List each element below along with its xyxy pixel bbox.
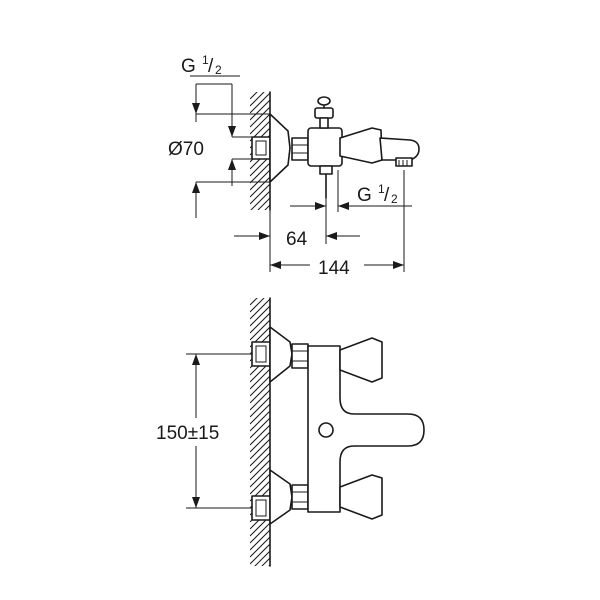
dim-64: 64 [234,210,360,272]
outlet-hole [318,422,334,438]
hatch-line [250,536,270,558]
hatch-line [250,106,270,128]
hex-nut-top [291,137,309,161]
depth-144-label: 144 [318,258,350,279]
thread-top-slash: / [208,56,214,77]
hatch-line [250,431,270,453]
thread-bottom-slash: / [384,185,390,206]
hatch-line [250,473,270,495]
handle-upper [339,337,383,383]
hatch-line [250,212,270,232]
hatch-line [268,564,270,566]
thread-bottom-num: 1 [378,182,385,196]
spout-side [379,137,420,167]
hatch-line [250,319,270,341]
hatch-line [250,176,270,198]
dim-spacing: 150±15 [156,353,252,509]
hatch-line [250,162,270,184]
handle-lower [339,474,383,520]
diverter-knob [314,96,334,129]
thread-top-num: 1 [202,53,209,67]
handle-side [339,127,383,164]
hatch-line [250,99,270,121]
hatch-line [250,92,265,107]
escutcheon-top [269,113,291,183]
hatch-line [250,312,270,334]
dim-g-half-bottom [290,170,412,212]
shower-outlet [319,165,333,199]
hatch-line [250,298,265,313]
hatch-line [257,197,270,210]
dim-g-half-top [190,75,252,186]
offset-64-label: 64 [286,229,308,250]
front-view: 150±15 [156,297,425,599]
thread-bottom-den: 2 [391,192,398,206]
thread-top-letter: G [181,56,196,77]
dim-144: 144 [270,170,405,279]
hatch-line [250,572,270,592]
hatch-line [250,92,258,100]
hatch-line [250,190,270,210]
hatch-line [250,389,270,411]
thread-bottom-label: G 1 / 2 [357,182,398,206]
hatch-line [250,445,270,467]
hatch-line [250,529,270,551]
mixer-body-front [307,345,425,513]
diameter-label: Ø70 [168,139,204,160]
hatch-line [254,550,270,566]
hatch-line [250,92,270,114]
hatch-line [250,382,270,404]
hatch-line [250,298,251,299]
hatch-line [250,183,270,205]
hatch-line [250,169,270,191]
hatch-line [250,438,270,460]
hatch-line [250,305,270,327]
hatch-line [250,522,270,544]
hatch-line [250,424,270,446]
hatch-line [261,557,270,566]
thread-bottom-letter: G [357,185,372,206]
spacing-label: 150±15 [156,423,219,444]
mixer-body-side [307,127,343,167]
hatch-line [250,459,270,481]
hatch-line [250,466,270,488]
hatch-line [250,298,270,320]
hatch-line [250,368,270,390]
hatch-line [250,543,270,565]
wall-connector-upper [251,326,309,383]
wall-bottom [250,297,271,599]
hatch-line [250,298,258,306]
hatch-line [250,396,270,418]
hatch-line [264,204,270,210]
hatch-line [250,417,270,439]
hatch-line [250,113,270,135]
hatch-line [250,375,270,397]
wall-connector-lower [251,469,309,525]
wall-connector-top [251,136,271,160]
hatch-line [250,579,270,599]
dim-diameter: Ø70 [168,84,270,218]
thread-top-label: G 1 / 2 [181,53,222,77]
hatch-line [250,410,270,432]
hatch-line [250,92,251,93]
hatch-line [250,403,270,425]
hatch-line [250,452,270,474]
thread-top-den: 2 [215,63,222,77]
side-view: G 1 / 2 Ø70 G 1 / 2 [168,53,420,279]
